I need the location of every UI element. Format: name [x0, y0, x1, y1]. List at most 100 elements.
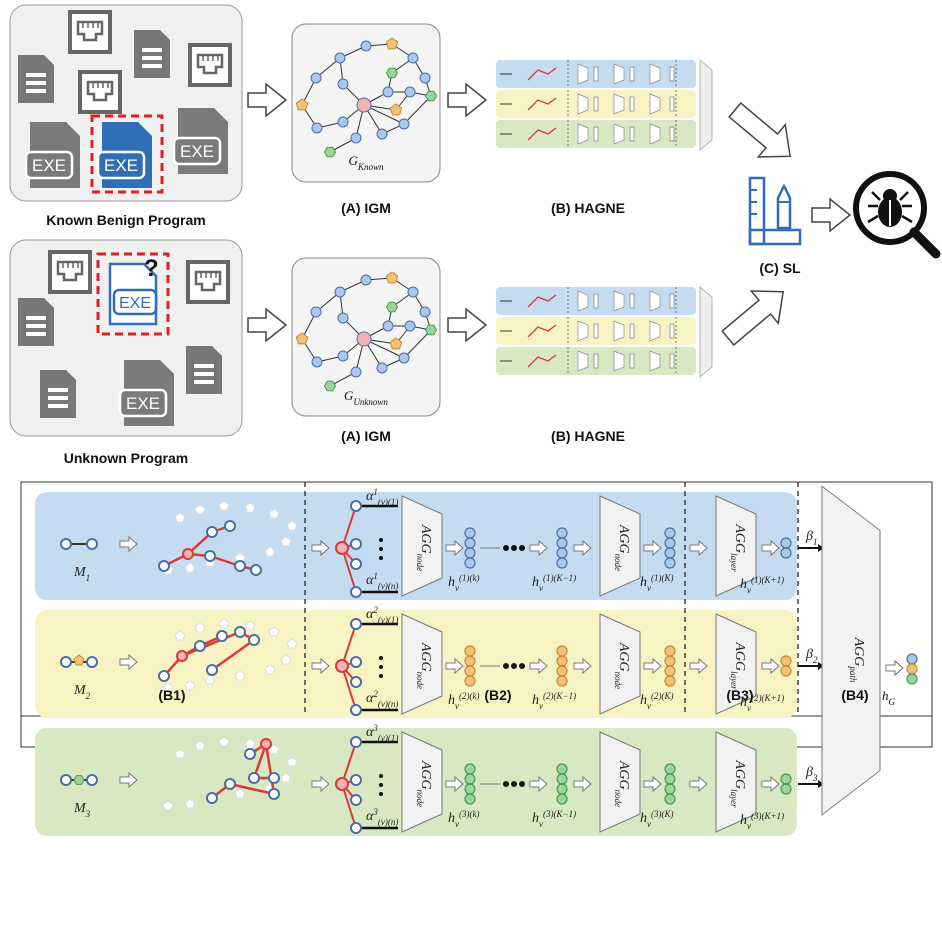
- mini-subgraph: [527, 324, 557, 338]
- context-node: [264, 546, 276, 557]
- mini-agg: [649, 350, 661, 372]
- ellipsis-dot: [379, 774, 383, 778]
- center-node: [335, 541, 349, 555]
- igm-label: (A) IGM: [341, 200, 391, 216]
- mini-agg: [649, 320, 661, 342]
- graph-node: [295, 332, 309, 345]
- embedding-cell: [556, 665, 568, 677]
- context-node: [174, 748, 186, 759]
- graph-node: [360, 274, 372, 286]
- neighbor-node: [350, 586, 362, 598]
- ellipsis-dot: [379, 665, 383, 669]
- embedding-cell: [556, 783, 568, 795]
- subgraph-edge: [211, 638, 255, 672]
- network-icon: [188, 43, 232, 87]
- graph-node: [323, 380, 337, 392]
- arrow-right-icon: [447, 308, 487, 342]
- graph-node: [385, 271, 399, 284]
- igm-unknown-graph: [291, 257, 441, 417]
- selected-exe-box: [90, 114, 164, 194]
- network-icon: [68, 10, 112, 54]
- ellipsis-dot: [379, 556, 383, 560]
- agg-block: [599, 613, 641, 715]
- subgraph-node: [268, 788, 280, 800]
- attention-edge: [341, 547, 357, 593]
- agg-block: [599, 495, 641, 597]
- context-node: [218, 736, 230, 747]
- svg-text:EXE: EXE: [126, 394, 160, 413]
- context-node: [286, 756, 298, 767]
- embedding-cell: [556, 773, 568, 785]
- subgraph-node: [194, 640, 206, 652]
- embedding-cell: [464, 655, 476, 667]
- mini-agg: [613, 63, 625, 85]
- embedding-cell: [464, 665, 476, 677]
- graph-node: [424, 324, 438, 336]
- subgraph-node: [182, 548, 194, 560]
- mini-subgraph: [527, 354, 557, 368]
- g-known-label: GKnown: [349, 153, 384, 172]
- hg-output-vector: [906, 653, 918, 685]
- mini-agg: [649, 123, 661, 145]
- mini-agg: [613, 320, 625, 342]
- hagne-thumbnail: [496, 286, 713, 378]
- graph-node: [385, 301, 399, 313]
- graph-edge: [403, 95, 432, 125]
- graph-node: [385, 37, 399, 50]
- g-unknown-label: GUnknown: [344, 388, 388, 407]
- ellipsis-dot: [511, 663, 517, 669]
- alpha-bottom-label: α2(v)(n): [366, 689, 398, 709]
- embedding-cell: [664, 665, 676, 677]
- agg-block: [401, 613, 443, 715]
- context-node: [234, 788, 246, 799]
- graph-edge: [403, 329, 432, 359]
- graph-node: [398, 352, 410, 364]
- subgraph-node: [176, 650, 188, 662]
- context-node: [268, 508, 280, 519]
- beta-label: β1: [805, 529, 817, 547]
- context-node: [218, 500, 230, 511]
- mini-agg: [577, 63, 589, 85]
- graph-node: [337, 116, 349, 128]
- embedding-cell: [664, 793, 676, 805]
- embedding-label: hv(1)(K−1): [532, 573, 576, 593]
- motif-label: M3: [73, 801, 91, 819]
- unknown-exe-icon: EXE ?: [108, 255, 159, 326]
- embedding-cell: [664, 763, 676, 775]
- mini-vector: [629, 293, 635, 309]
- agg-node-label: AGGnode: [613, 760, 631, 807]
- exe-file-icon: EXE: [172, 106, 230, 176]
- mini-vector: [593, 96, 599, 112]
- neighbor-node: [350, 538, 362, 550]
- embedding-cell: [464, 527, 476, 539]
- graph-node: [419, 72, 431, 84]
- ellipsis-dot: [503, 545, 509, 551]
- subgraph-node: [216, 630, 228, 642]
- graph-node: [295, 98, 309, 111]
- subgraph-node: [206, 526, 218, 538]
- neighbor-node: [350, 774, 362, 786]
- alpha-top-label: α3(v)(1): [366, 723, 398, 743]
- embedding-label: hv(2)(k): [448, 691, 479, 711]
- section-label-b4: (B4): [841, 687, 868, 703]
- mini-agg: [613, 123, 625, 145]
- mini-subgraph: [527, 127, 557, 141]
- agg-layer-label: AGGlayer: [729, 523, 747, 572]
- graph-node: [382, 86, 394, 98]
- embedding-cell: [664, 547, 676, 559]
- hagne-thumbnail: [496, 59, 713, 151]
- exe-file-icon: EXE: [118, 358, 176, 428]
- subgraph-node: [204, 550, 216, 562]
- subgraph-node: [206, 792, 218, 804]
- subgraph-node: [234, 560, 246, 572]
- embedding-cell: [556, 675, 568, 687]
- section-label-b2: (B2): [484, 687, 511, 703]
- embedding-cell: [780, 665, 792, 677]
- subgraph-node: [206, 664, 218, 676]
- graph-node: [323, 146, 337, 158]
- context-node: [234, 670, 246, 681]
- embedding-cell: [664, 675, 676, 687]
- agg-block: [401, 731, 443, 833]
- embedding-cell: [780, 537, 792, 549]
